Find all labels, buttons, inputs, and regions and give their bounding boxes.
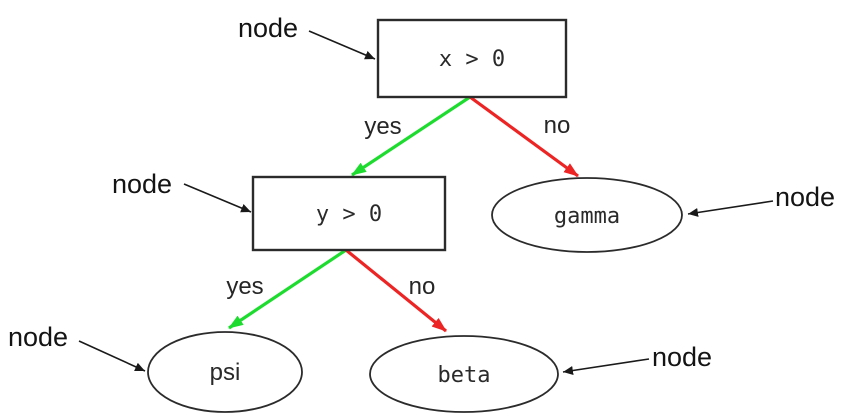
edge-ytest-yes xyxy=(228,248,347,330)
node-root-label: x > 0 xyxy=(439,47,505,72)
callout-arrow-gamma xyxy=(687,200,774,217)
callout-label-gamma: node xyxy=(775,182,835,212)
edge-label-yes-2: yes xyxy=(226,273,263,300)
callout-label-ytest: node xyxy=(112,169,172,199)
node-gamma-label: gamma xyxy=(554,204,620,229)
edge-root-yes xyxy=(351,95,471,177)
node-ytest-label: y > 0 xyxy=(316,202,382,227)
edge-ytest-no xyxy=(344,248,448,333)
callout-arrow-root xyxy=(308,30,376,60)
node-psi-label: psi xyxy=(210,359,241,386)
edge-label-yes-1: yes xyxy=(364,113,401,140)
callout-arrow-beta xyxy=(562,358,650,375)
node-root-rect xyxy=(376,18,568,99)
callout-label-root: node xyxy=(238,13,298,43)
callout-label-psi: node xyxy=(8,322,68,352)
edge-label-no-2: no xyxy=(409,273,436,300)
node-gamma-ellipse xyxy=(491,177,683,253)
callout-arrow-psi xyxy=(78,340,146,372)
node-beta-label: beta xyxy=(438,363,491,388)
edge-root-no xyxy=(469,95,579,178)
edge-label-no-1: no xyxy=(544,112,571,139)
node-psi-ellipse xyxy=(147,331,303,413)
node-ytest-rect xyxy=(251,175,447,252)
callout-arrow-ytest xyxy=(183,183,252,213)
callout-label-beta: node xyxy=(652,342,712,372)
node-beta-ellipse xyxy=(369,335,559,413)
